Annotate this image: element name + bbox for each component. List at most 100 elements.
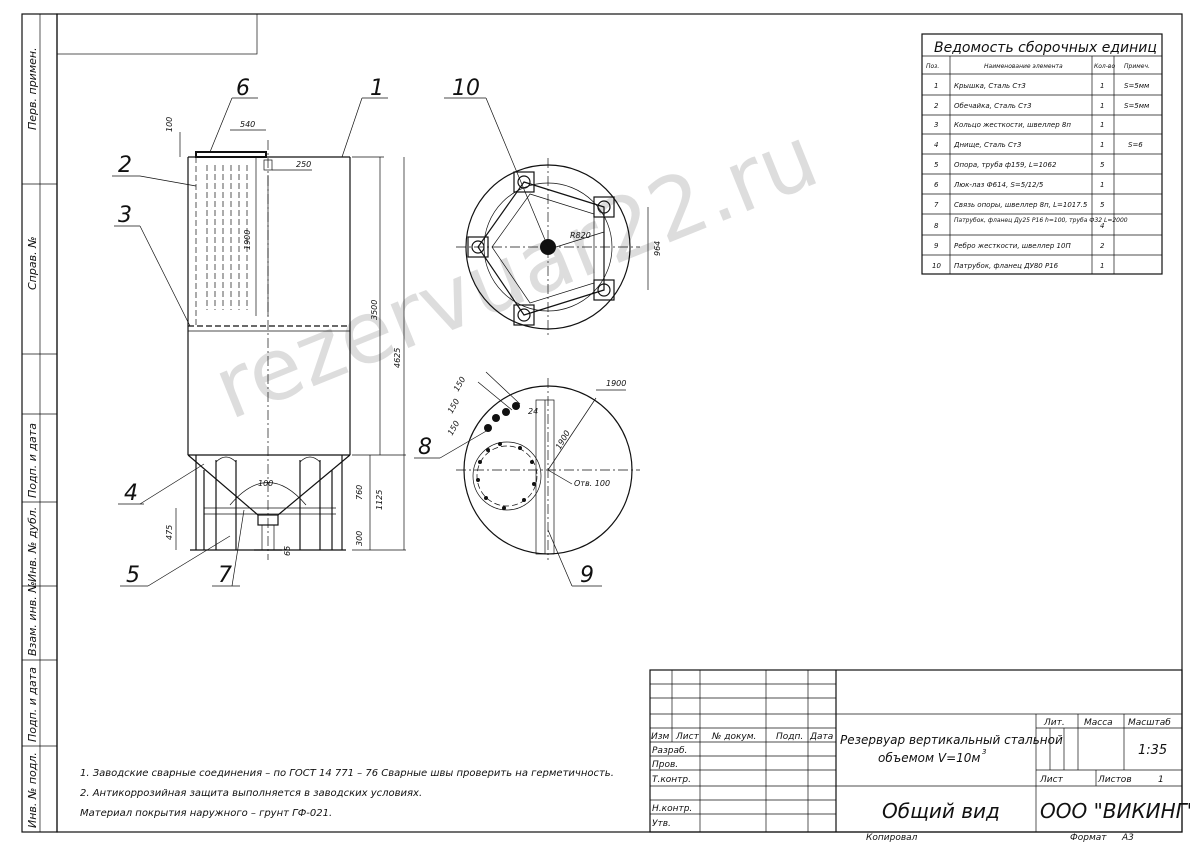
tb-data: Дата	[809, 732, 833, 742]
tb-prov: Пров.	[652, 760, 678, 770]
spec-table: Ведомость сборочных единиц Поз. Наименов…	[921, 33, 1163, 275]
spec-row-name: Опора, труба ф159, L=1062	[954, 161, 1057, 169]
dim-150a: 150	[452, 375, 467, 393]
dim-250: 250	[296, 160, 311, 169]
dim-150b: 150	[446, 397, 461, 415]
front-dimensions: 100 540 250 1900 3500 4625 760 1125 300 …	[165, 117, 406, 556]
dim-760: 760	[355, 485, 364, 500]
side-label-vzam: Взам. инв. №	[26, 581, 39, 656]
callout-5: 5	[126, 563, 140, 588]
spec-row-name: Ребро жесткости, швеллер 10П	[954, 242, 1071, 250]
spec-row-qty: 1	[1100, 262, 1104, 270]
spec-row-qty: 5	[1100, 161, 1105, 169]
note-line: 1. Заводские сварные соединения – по ГОС…	[80, 768, 614, 779]
callout-9: 9	[580, 563, 594, 588]
note-line: Материал покрытия наружного – грунт ГФ-0…	[80, 808, 332, 819]
side-label-podp2: Подп. и дата	[26, 667, 39, 742]
spec-row-name: Обечайка, Сталь Ст3	[954, 102, 1032, 110]
side-label-invpodl: Инв. № подл.	[26, 752, 39, 828]
tb-format-value: А3	[1121, 833, 1134, 842]
spec-hdr-note: Примеч.	[1124, 63, 1150, 70]
callout-4: 4	[124, 481, 138, 506]
side-stamp: Перв. примен. Справ. № Подп. и дата Инв.…	[21, 13, 58, 833]
tb-format-label: Формат	[1070, 833, 1107, 842]
spec-title: Ведомость сборочных единиц	[934, 40, 1157, 56]
tb-sheets-value: 1	[1158, 775, 1164, 785]
top-view-roof: 1900 1900 24 150 150 150 Отв. 100 8 9	[414, 371, 640, 588]
spec-row-pos: 4	[934, 141, 938, 149]
tb-ndokum: № докум.	[711, 732, 756, 742]
spec-hdr-qty: Кол-во	[1094, 63, 1115, 70]
tb-company: ООО "ВИКИНГ"	[1040, 799, 1190, 823]
tb-masshtab: Масштаб	[1128, 718, 1171, 728]
callout-3: 3	[118, 203, 132, 228]
notes: 1. Заводские сварные соединения – по ГОС…	[80, 768, 614, 819]
callout-2: 2	[118, 153, 132, 178]
dim-100-top: 100	[165, 117, 174, 132]
dim-150c: 150	[446, 419, 461, 437]
spec-row-name: Люк-лаз Ф614, S=5/12/5	[953, 181, 1044, 189]
dim-r820: R820	[570, 231, 591, 240]
spec-row-note: S=6	[1128, 141, 1143, 149]
callout-8: 8	[418, 435, 432, 460]
spec-hdr-pos: Поз.	[926, 63, 939, 70]
tb-podp: Подп.	[776, 732, 803, 742]
front-view	[187, 140, 351, 560]
spec-row-qty: 4	[1100, 222, 1104, 230]
tb-nkontr: Н.контр.	[652, 804, 692, 814]
spec-row-pos: 5	[934, 161, 939, 169]
spec-row-name: Крышка, Сталь Ст3	[954, 82, 1026, 90]
dim-4625: 4625	[393, 348, 402, 368]
tb-designation-1: Резервуар вертикальный стальной	[840, 733, 1063, 747]
top-view-supports: R820 964 10	[444, 76, 662, 336]
tb-scale: 1:35	[1138, 743, 1167, 758]
dim-1900-v: 1900	[243, 230, 252, 250]
tb-tkontr: Т.контр.	[652, 775, 691, 785]
dim-otv100: Отв. 100	[574, 479, 610, 488]
spec-row-qty: 1	[1100, 121, 1104, 129]
sheet-border	[56, 13, 1183, 833]
tb-massa: Масса	[1084, 718, 1113, 728]
spec-row-qty: 1	[1100, 141, 1104, 149]
side-label-podp1: Подп. и дата	[26, 423, 39, 498]
spec-row-note: S=5мм	[1124, 82, 1150, 90]
spec-row-qty: 5	[1100, 201, 1105, 209]
spec-row-qty: 1	[1100, 102, 1104, 110]
dim-1900-top: 1900	[606, 379, 626, 388]
tb-list: Лист	[675, 732, 700, 742]
spec-hdr-name: Наименование элемента	[984, 63, 1063, 70]
spec-row-pos: 8	[934, 222, 939, 230]
spec-row-name: Патрубок, фланец ДУ80 Р16	[954, 262, 1059, 270]
callout-6: 6	[236, 76, 250, 101]
spec-row-pos: 7	[934, 201, 939, 209]
tb-kopiroval: Копировал	[866, 833, 918, 842]
tb-view-name: Общий вид	[882, 799, 1000, 823]
dim-65: 65	[283, 546, 292, 556]
side-label-perv: Перв. примен.	[26, 47, 39, 130]
title-block: Изм Лист № докум. Подп. Дата Разраб. Про…	[649, 669, 1190, 842]
dim-300: 300	[355, 531, 364, 546]
side-label-sprav: Справ. №	[26, 236, 39, 290]
spec-row-name: Кольцо жесткости, швеллер 8п	[954, 121, 1071, 129]
spec-row-pos: 6	[934, 181, 939, 189]
spec-row-pos: 2	[934, 102, 939, 110]
dim-475: 475	[165, 525, 174, 540]
dim-1900-diag: 1900	[554, 429, 572, 451]
spec-row-pos: 10	[932, 262, 941, 270]
dim-24: 24	[528, 407, 538, 416]
dim-3500: 3500	[370, 300, 379, 320]
spec-row-pos: 3	[934, 121, 938, 129]
tb-izm: Изм	[651, 732, 670, 742]
dim-100-bottom: 100	[258, 479, 273, 488]
spec-row-name: Связь опоры, швеллер 8п, L=1017.5	[954, 201, 1088, 209]
tb-razrab: Разраб.	[652, 746, 687, 756]
tb-sheets-label: Листов	[1097, 775, 1132, 785]
dim-964: 964	[653, 241, 662, 256]
tb-sheet-label: Лист	[1039, 775, 1064, 785]
spec-row-qty: 2	[1100, 242, 1105, 250]
front-callouts: 1 2 3 4 5 6 7	[112, 76, 388, 588]
spec-row-qty: 1	[1100, 82, 1104, 90]
tb-lit: Лит.	[1043, 718, 1065, 728]
dim-1125: 1125	[375, 490, 384, 510]
